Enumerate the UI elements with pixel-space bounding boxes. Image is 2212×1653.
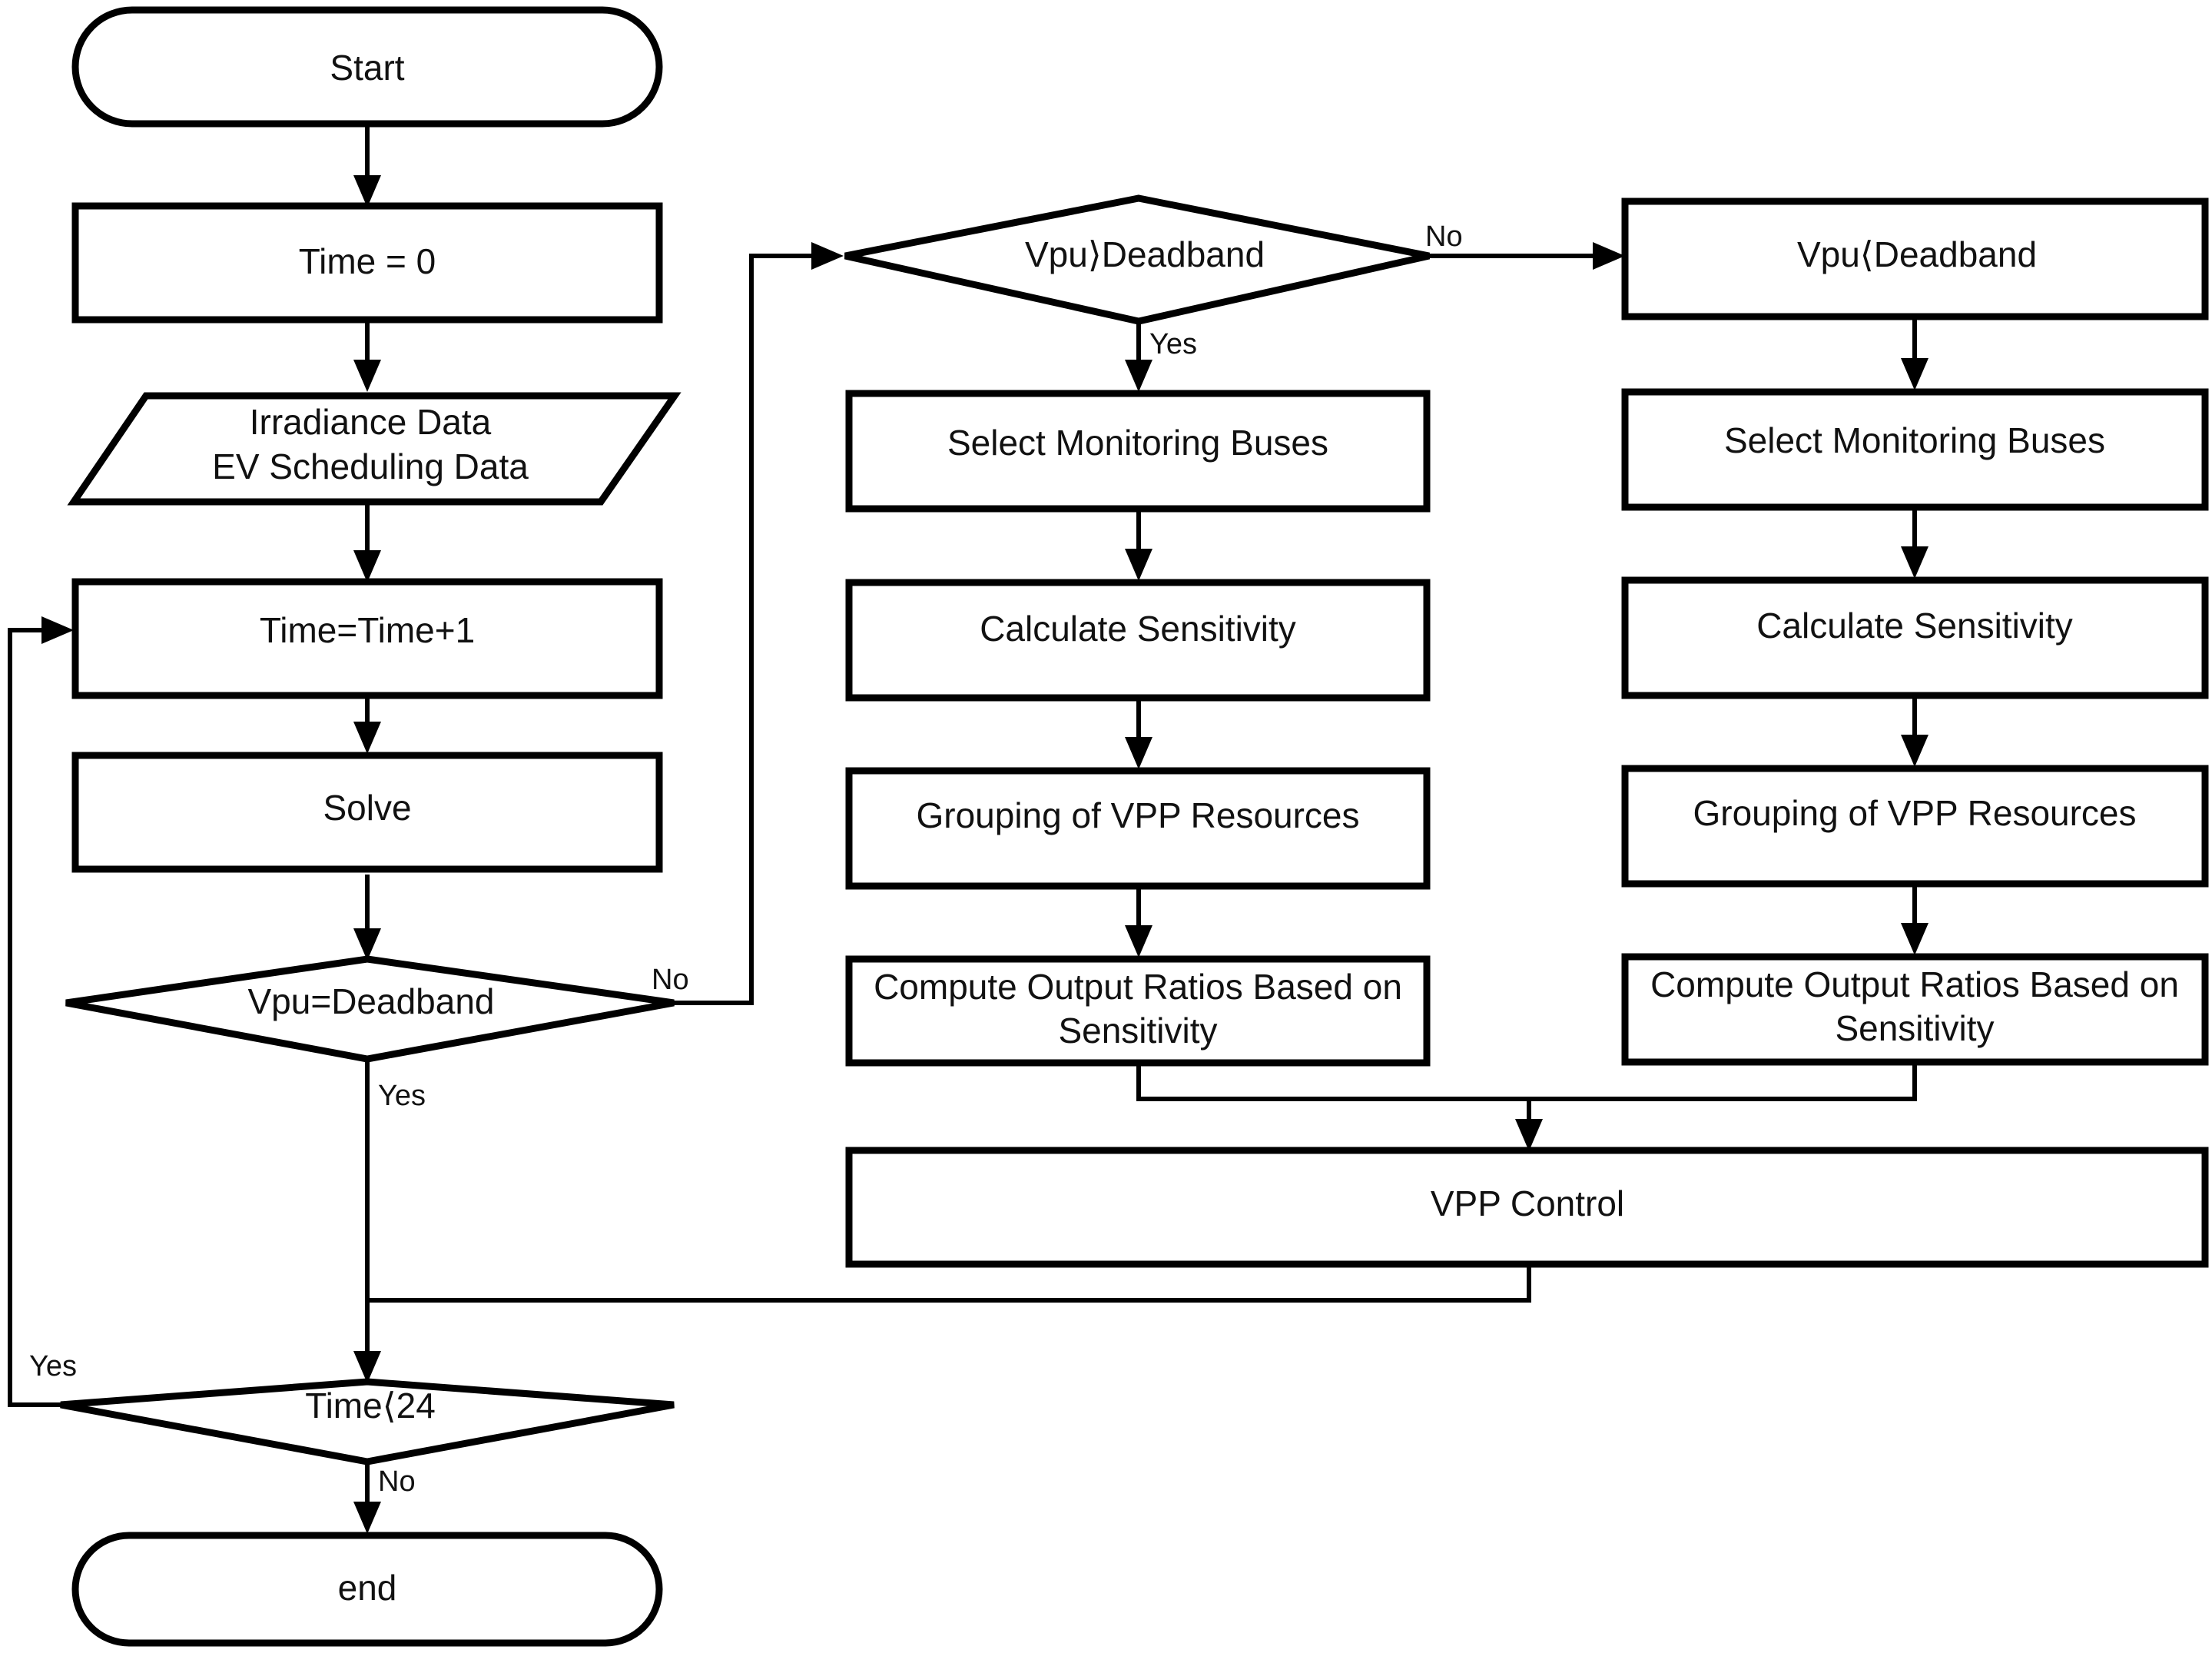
arrowhead-time-increment-to-solve xyxy=(353,722,381,754)
vpu-greater-deadband-label: Vpu⟩Deadband xyxy=(1025,234,1265,274)
vpu-equals-deadband-label: Vpu=Deadband xyxy=(247,981,494,1021)
arrowhead-solve-to-vpu-eq xyxy=(353,928,381,961)
calc-sensitivity-mid-label: Calculate Sensitivity xyxy=(980,609,1296,649)
edge-compute-mid-to-vpp xyxy=(1136,1064,1531,1137)
end-shape xyxy=(71,1532,663,1647)
arrowhead-vpu-lt-to-select-right xyxy=(1901,358,1928,390)
arrowhead-grouping-to-compute-right xyxy=(1901,923,1928,955)
time-increment-shape xyxy=(71,578,663,699)
arrowhead-select-to-calc-mid xyxy=(1125,549,1152,581)
node-data-input[interactable]: Irradiance Data EV Scheduling Data xyxy=(67,392,682,506)
vpu-equals-deadband-shape xyxy=(65,955,675,1063)
edge-label-time-lt-no: No xyxy=(378,1465,416,1498)
node-start[interactable]: Start xyxy=(71,6,663,128)
select-buses-right-label: Select Monitoring Buses xyxy=(1724,420,2105,460)
compute-ratios-right-label-line2: Sensitivity xyxy=(1835,1008,1994,1048)
time-zero-shape xyxy=(71,202,663,324)
start-label: Start xyxy=(330,48,404,88)
arrowhead-merge-to-vpp xyxy=(1515,1119,1543,1151)
solve-label: Solve xyxy=(323,788,411,828)
end-label: end xyxy=(338,1568,397,1608)
arrowhead-grouping-to-compute-mid xyxy=(1125,925,1152,958)
node-solve[interactable]: Solve xyxy=(71,752,663,873)
edge-vpu-eq-no-to-vpu-gt xyxy=(674,254,828,1005)
compute-ratios-mid-label-line1: Compute Output Ratios Based on xyxy=(874,967,1402,1007)
select-buses-mid-label: Select Monitoring Buses xyxy=(947,423,1328,463)
vpp-control-shape xyxy=(845,1147,2209,1268)
select-buses-mid-shape xyxy=(845,390,1431,513)
node-vpp-control[interactable]: VPP Control xyxy=(845,1147,2209,1268)
arrowhead-data-to-time-increment xyxy=(353,550,381,583)
compute-ratios-mid-shape xyxy=(845,955,1431,1067)
node-compute-ratios-right[interactable]: Compute Output Ratios Based on Sensitivi… xyxy=(1621,953,2209,1066)
arrowhead-time-zero-to-data xyxy=(353,360,381,392)
data-input-label-line1: Irradiance Data xyxy=(250,402,492,442)
edge-label-vpu-eq-yes: Yes xyxy=(378,1080,426,1112)
arrowhead-start-to-time-zero xyxy=(353,175,381,207)
compute-ratios-right-shape xyxy=(1621,953,2209,1066)
time-zero-label: Time = 0 xyxy=(299,241,436,281)
node-calc-sensitivity-right[interactable]: Calculate Sensitivity xyxy=(1621,576,2209,699)
solve-shape xyxy=(71,752,663,873)
node-select-buses-right[interactable]: Select Monitoring Buses xyxy=(1621,388,2209,511)
vpu-greater-deadband-shape xyxy=(844,194,1430,325)
vpu-less-deadband-label: Vpu⟨Deadband xyxy=(1797,234,2037,274)
arrowhead-calc-to-grouping-right xyxy=(1901,735,1928,767)
node-grouping-mid[interactable]: Grouping of VPP Resources xyxy=(845,767,1431,890)
compute-ratios-right-label-line1: Compute Output Ratios Based on xyxy=(1650,964,2179,1004)
node-grouping-right[interactable]: Grouping of VPP Resources xyxy=(1621,765,2209,888)
node-time-zero[interactable]: Time = 0 xyxy=(71,202,663,324)
edge-vpp-control-return xyxy=(367,1262,1531,1303)
connectors xyxy=(8,123,1928,1534)
data-input-shape xyxy=(67,392,682,506)
time-increment-label: Time=Time+1 xyxy=(260,610,475,650)
node-end[interactable]: end xyxy=(71,1532,663,1647)
edge-label-vpu-eq-no: No xyxy=(652,964,689,996)
node-compute-ratios-mid[interactable]: Compute Output Ratios Based on Sensitivi… xyxy=(845,955,1431,1067)
start-shape xyxy=(71,6,663,128)
calc-sensitivity-right-shape xyxy=(1621,576,2209,699)
arrowhead-vpu-gt-no-to-vpu-lt xyxy=(1593,242,1625,270)
node-time-less-24[interactable]: Time⟨24 xyxy=(60,1378,675,1465)
node-calc-sensitivity-mid[interactable]: Calculate Sensitivity xyxy=(845,579,1431,702)
arrowhead-time-lt-no-to-end xyxy=(353,1502,381,1534)
vpp-control-label: VPP Control xyxy=(1431,1183,1624,1223)
node-vpu-equals-deadband[interactable]: Vpu=Deadband xyxy=(65,955,675,1063)
arrowhead-select-to-calc-right xyxy=(1901,546,1928,579)
calc-sensitivity-right-label: Calculate Sensitivity xyxy=(1756,606,2073,646)
node-vpu-greater-deadband[interactable]: Vpu⟩Deadband xyxy=(844,194,1430,325)
arrowhead-vpu-eq-no-to-vpu-gt xyxy=(811,242,844,270)
node-time-increment[interactable]: Time=Time+1 xyxy=(71,578,663,699)
node-vpu-less-deadband[interactable]: Vpu⟨Deadband xyxy=(1621,197,2209,320)
edge-label-vpu-gt-yes: Yes xyxy=(1149,328,1197,360)
edge-label-vpu-gt-no: No xyxy=(1425,221,1463,253)
node-select-buses-mid[interactable]: Select Monitoring Buses xyxy=(845,390,1431,513)
edge-label-time-lt-yes: Yes xyxy=(29,1350,77,1382)
grouping-mid-label: Grouping of VPP Resources xyxy=(916,795,1359,835)
calc-sensitivity-mid-shape xyxy=(845,579,1431,702)
time-less-24-label: Time⟨24 xyxy=(305,1386,436,1426)
edge-compute-right-to-vpp xyxy=(1529,1062,1917,1101)
arrowhead-vpu-gt-yes-to-select-mid xyxy=(1125,360,1152,392)
time-less-24-shape xyxy=(60,1378,675,1465)
compute-ratios-mid-label-line2: Sensitivity xyxy=(1058,1011,1217,1051)
arrowhead-vpu-eq-yes-to-time-lt xyxy=(353,1351,381,1383)
data-input-label-line2: EV Scheduling Data xyxy=(212,446,529,486)
vpu-less-deadband-shape xyxy=(1621,197,2209,320)
grouping-right-shape xyxy=(1621,765,2209,888)
arrowhead-calc-to-grouping-mid xyxy=(1125,737,1152,769)
arrowhead-time-lt-yes-to-time-increment xyxy=(41,616,74,644)
edge-time-lt-yes-to-time-increment xyxy=(8,628,61,1407)
select-buses-right-shape xyxy=(1621,388,2209,511)
edge-labels: No Yes No Yes Yes No xyxy=(29,221,1463,1498)
grouping-right-label: Grouping of VPP Resources xyxy=(1693,793,2136,833)
grouping-mid-shape xyxy=(845,767,1431,890)
